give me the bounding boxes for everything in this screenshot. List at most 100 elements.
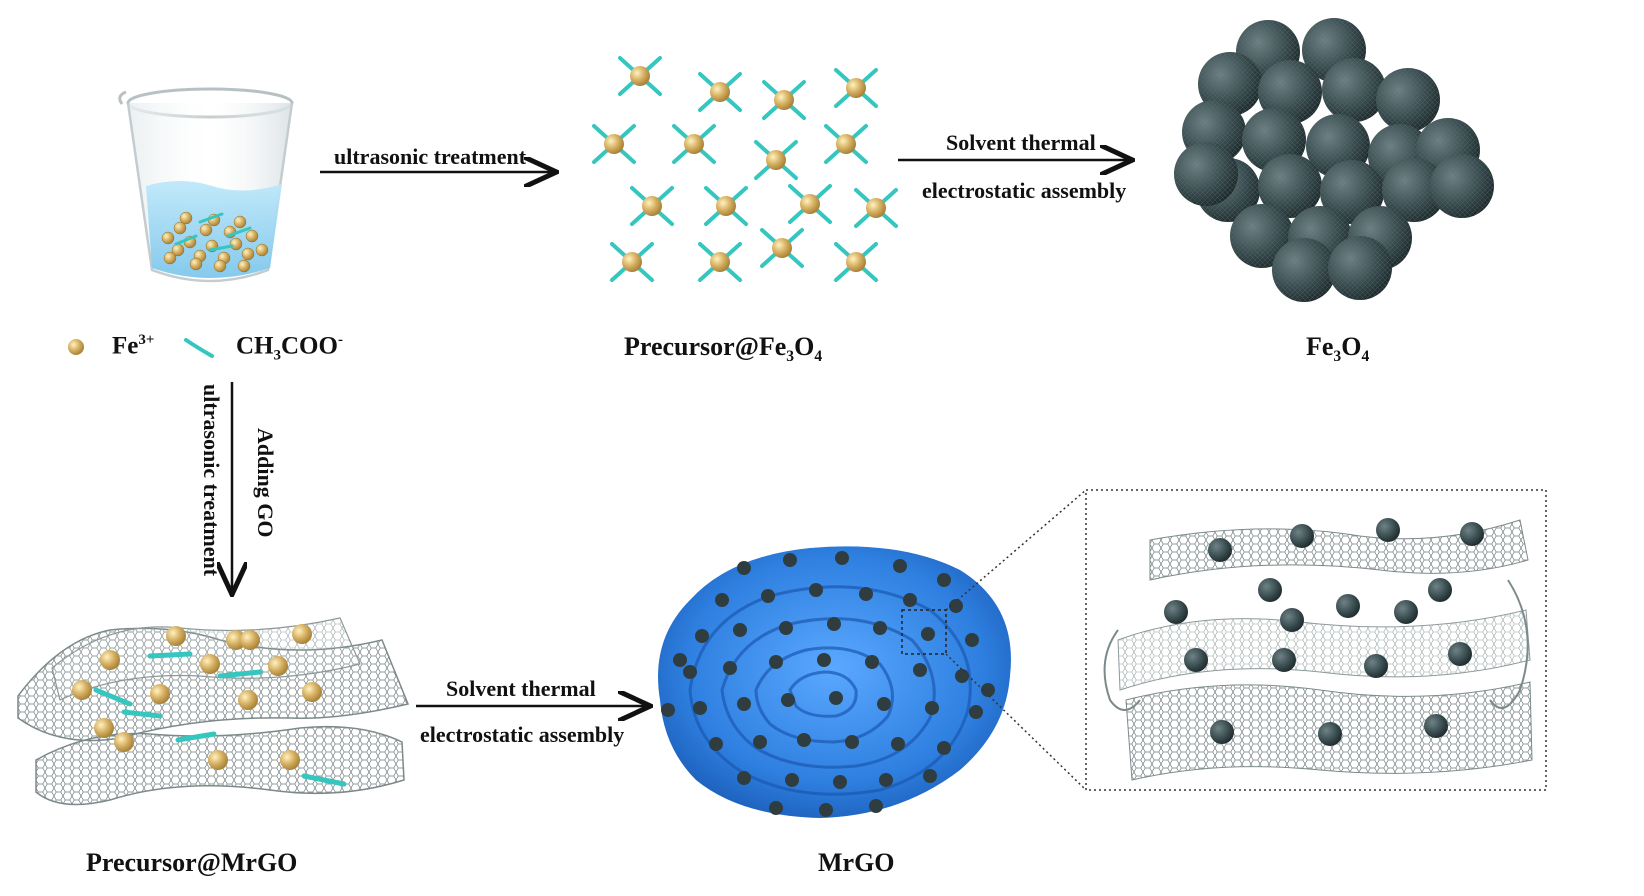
- arrow-top-right-label-2: electrostatic assembly: [922, 178, 1127, 203]
- fe3o4-dot: [949, 599, 963, 613]
- precursor-cross: [834, 68, 878, 108]
- fe3o4-label: Fe3O4: [1306, 332, 1370, 366]
- sphere-mesh: [1376, 68, 1440, 132]
- fe3o4-dot: [869, 799, 883, 813]
- fe-core: [846, 252, 866, 272]
- fe3o4-dot: [769, 655, 783, 669]
- zoom-inset-graphene: [1103, 518, 1533, 781]
- fe3o4-particle: [1428, 578, 1452, 602]
- fe3o4-dot: [737, 697, 751, 711]
- beaker-liquid: [146, 181, 282, 278]
- precursor-cross: [592, 124, 636, 164]
- fe3o4-dot: [781, 693, 795, 707]
- fe3o4-dot: [715, 593, 729, 607]
- fe3o4-dot: [723, 661, 737, 675]
- precursor-cross: [630, 186, 674, 226]
- sphere-mesh: [1272, 238, 1336, 302]
- gold-particle: [200, 654, 220, 674]
- precursor-cross: [698, 72, 742, 112]
- zoom-source-box: [901, 609, 947, 655]
- fe3o4-dot: [955, 669, 969, 683]
- gold-particle: [72, 680, 92, 700]
- gold-particle: [208, 750, 228, 770]
- fe3o4-dot: [873, 621, 887, 635]
- mrgo-flower: [658, 546, 1011, 818]
- precursor-mrgo-label: Precursor@MrGO: [86, 848, 298, 877]
- fe3o4-dot: [925, 701, 939, 715]
- fe3o4-dot: [695, 629, 709, 643]
- vertical-arrow-label-left: ultrasonic treatment: [199, 384, 224, 577]
- fe3o4-particle: [1208, 538, 1232, 562]
- sphere-mesh: [1322, 58, 1386, 122]
- fe3o4-particle: [1424, 714, 1448, 738]
- fe3-legend-sphere: [68, 339, 84, 355]
- fe-core: [630, 66, 650, 86]
- fe3o4-dot: [937, 573, 951, 587]
- fe-core: [710, 252, 730, 272]
- gold-particle: [179, 211, 193, 225]
- fe3o4-dot: [877, 697, 891, 711]
- fe3o4-dot: [693, 701, 707, 715]
- fe3o4-dot: [819, 803, 833, 817]
- precursor-cross: [704, 186, 748, 226]
- beaker-particles: [161, 211, 269, 273]
- acetate-chain: [147, 651, 193, 659]
- gold-particle: [245, 229, 259, 243]
- sphere-mesh: [1258, 154, 1322, 218]
- fe3o4-dot: [969, 705, 983, 719]
- graphene-sheets: [17, 617, 410, 806]
- mrgo-fe3o4-dots: [661, 551, 995, 817]
- fe-core: [642, 196, 662, 216]
- gold-particle: [292, 624, 312, 644]
- fe3o4-dot: [769, 801, 783, 815]
- fe-core: [766, 150, 786, 170]
- gold-particle: [189, 257, 203, 271]
- fe3o4-dot: [903, 593, 917, 607]
- fe3o4-dot: [661, 703, 675, 717]
- fe3o4-dot: [733, 623, 747, 637]
- precursor-cross: [834, 242, 878, 282]
- gold-particle: [233, 215, 247, 229]
- sphere-mesh: [1382, 158, 1446, 222]
- fe3o4-particle: [1258, 578, 1282, 602]
- fe-core: [800, 194, 820, 214]
- gold-particle: [213, 259, 227, 273]
- acetate-chain: [301, 773, 347, 787]
- arrow-top-right-label-1: Solvent thermal: [946, 130, 1096, 155]
- gold-particle: [100, 650, 120, 670]
- precursor-cross: [854, 188, 898, 228]
- graphene-acetate-chains: [93, 651, 347, 787]
- fe3o4-sphere-cluster: [1174, 18, 1494, 302]
- acetate-chain: [175, 731, 217, 743]
- sphere-mesh: [1328, 236, 1392, 300]
- fe3o4-particle: [1364, 654, 1388, 678]
- fe3o4-particle: [1318, 722, 1342, 746]
- fe3o4-particle: [1272, 648, 1296, 672]
- fe3o4-particle: [1394, 600, 1418, 624]
- fe3o4-particle: [1164, 600, 1188, 624]
- gold-particle: [229, 237, 243, 251]
- fe-core: [866, 198, 886, 218]
- acetate-chain: [198, 212, 224, 224]
- fe3o4-dot: [783, 553, 797, 567]
- fe3o4-dot: [779, 621, 793, 635]
- fe3o4-dot: [827, 617, 841, 631]
- fe3o4-dot: [859, 587, 873, 601]
- fe3o4-dot: [965, 633, 979, 647]
- fe3o4-dot: [937, 741, 951, 755]
- precursor-cross: [610, 242, 654, 282]
- arrow-bottom-label-1: Solvent thermal: [446, 676, 596, 701]
- acetate-chain: [208, 244, 234, 252]
- fe3o4-dot: [817, 653, 831, 667]
- gold-particle: [238, 690, 258, 710]
- fe3o4-dot: [835, 551, 849, 565]
- precursor-cross: [788, 184, 832, 224]
- fe3o4-dot: [753, 735, 767, 749]
- acetate-chain: [226, 226, 252, 238]
- fe3o4-dot: [673, 653, 687, 667]
- fe3o4-dot: [879, 773, 893, 787]
- acetate-chain: [93, 687, 133, 707]
- precursor-cross: [754, 140, 798, 180]
- precursor-cross: [824, 124, 868, 164]
